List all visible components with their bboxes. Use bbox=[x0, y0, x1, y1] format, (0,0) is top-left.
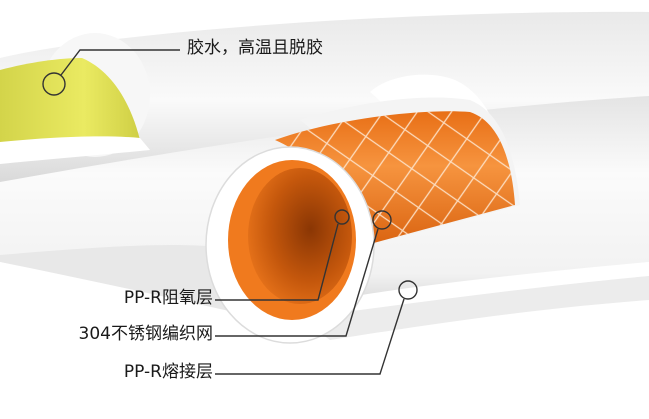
glue-layer-label: 胶水，高温且脱胶 bbox=[187, 38, 323, 58]
fusion-layer-label: PP-R熔接层 bbox=[123, 362, 213, 382]
oxygen-barrier-label: PP-R阻氧层 bbox=[123, 288, 213, 308]
steel-mesh-label: 304不锈钢编织网 bbox=[78, 324, 213, 344]
